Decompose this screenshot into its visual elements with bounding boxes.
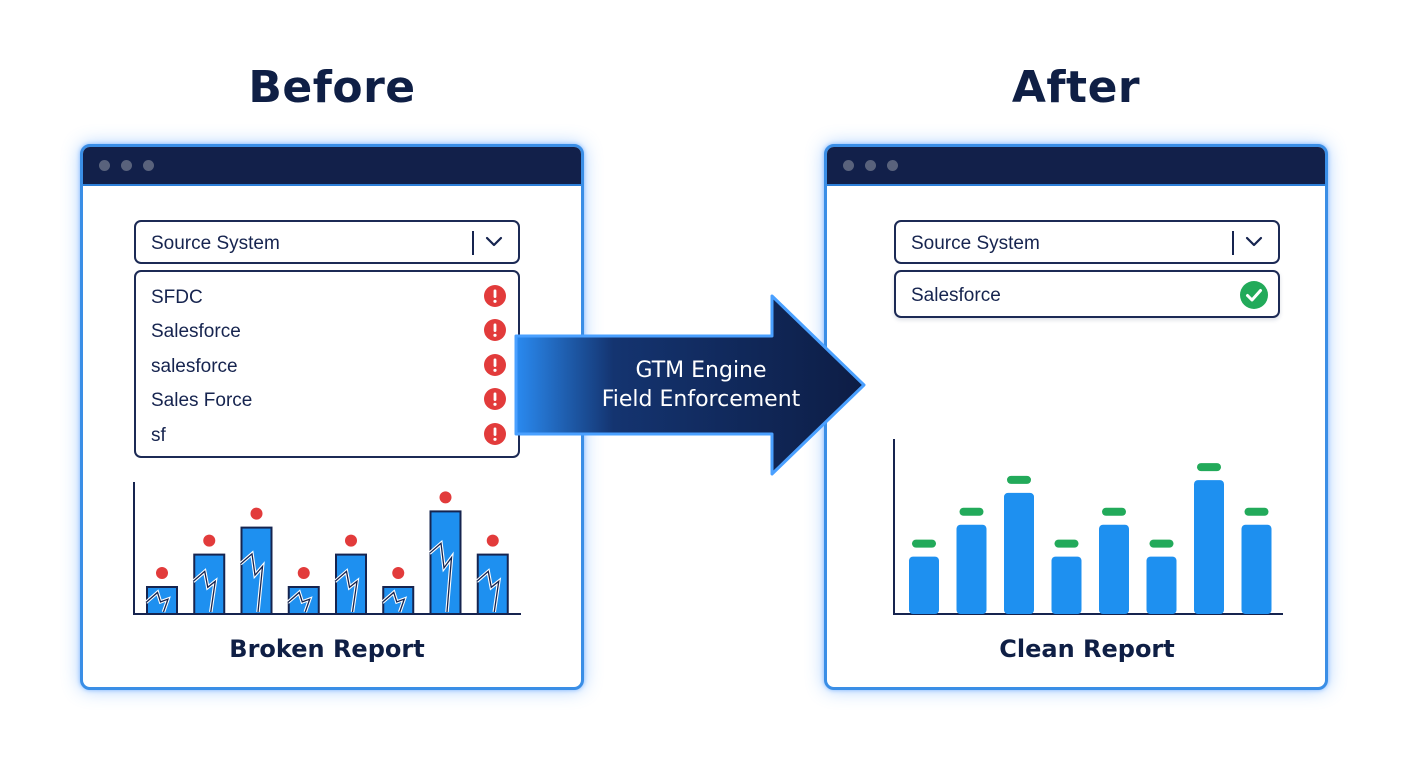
bar-crack-edge: [145, 591, 170, 613]
check-circle-icon: [1240, 281, 1268, 309]
error-marker: [250, 507, 263, 520]
after-heading: After: [1011, 62, 1141, 113]
option-label: Sales Force: [151, 390, 253, 411]
window-dot: [865, 160, 876, 171]
ok-marker: [912, 539, 936, 548]
ok-marker: [1007, 475, 1031, 484]
error-marker: [439, 491, 452, 504]
option-label: salesforce: [151, 356, 238, 377]
bar: [956, 524, 987, 614]
bar-crack-edge: [476, 570, 500, 613]
error-marker: [345, 534, 357, 547]
bar-crack-edge: [240, 552, 264, 613]
arrow-label: GTM Engine Field Enforcement: [576, 356, 826, 414]
source-system-options: SFDC Salesforce salesforce Sales Force s…: [134, 270, 520, 458]
option-label: SFDC: [151, 287, 203, 308]
arrow-label-line2: Field Enforcement: [601, 387, 801, 412]
bar-crack-edge: [381, 591, 406, 613]
broken-report-chart: [133, 482, 521, 615]
bar: [1241, 524, 1272, 614]
after-window: Source System Salesforce Clean Report: [824, 144, 1328, 690]
select-separator: [1232, 231, 1234, 255]
arrow-shape: [514, 294, 866, 476]
ok-marker: [1054, 539, 1079, 548]
option-label: Salesforce: [151, 321, 241, 342]
error-icon: [484, 354, 506, 376]
option-item[interactable]: Salesforce: [136, 314, 518, 348]
error-marker: [203, 534, 216, 547]
select-separator: [472, 231, 474, 255]
source-system-select[interactable]: Source System: [894, 220, 1280, 264]
bar: [909, 556, 939, 614]
bar-crack-edge: [192, 570, 217, 613]
bar-crack-edge: [287, 591, 311, 613]
bar: [1051, 556, 1082, 614]
before-heading: Before: [248, 62, 416, 113]
option-label: sf: [151, 425, 166, 446]
bar: [429, 510, 462, 615]
after-titlebar: [827, 147, 1325, 186]
broken-report-label: Broken Report: [229, 635, 425, 663]
window-dot: [887, 160, 898, 171]
error-icon: [484, 423, 506, 445]
clean-report-chart: [893, 439, 1283, 615]
bar: [1194, 480, 1224, 614]
source-system-label: Source System: [911, 233, 1040, 254]
error-marker: [392, 567, 405, 579]
option-item[interactable]: salesforce: [136, 349, 518, 383]
window-dot: [99, 160, 110, 171]
window-dot: [843, 160, 854, 171]
option-item[interactable]: SFDC: [136, 280, 518, 314]
ok-marker: [959, 507, 984, 516]
error-icon: [484, 388, 506, 410]
selected-option[interactable]: Salesforce: [894, 270, 1280, 318]
option-item[interactable]: Sales Force: [136, 383, 518, 417]
before-titlebar: [83, 147, 581, 186]
bar: [1004, 492, 1034, 614]
source-system-select[interactable]: Source System: [134, 220, 520, 264]
bar-crack-edge: [334, 570, 358, 613]
error-icon: [484, 285, 506, 307]
ok-marker: [1102, 507, 1126, 516]
error-icon: [484, 319, 506, 341]
ok-marker: [1197, 463, 1221, 472]
window-dot: [121, 160, 132, 171]
chevron-down-icon[interactable]: [484, 234, 504, 250]
clean-report-label: Clean Report: [999, 635, 1175, 663]
option-item[interactable]: sf: [136, 418, 518, 452]
source-system-label: Source System: [151, 233, 280, 254]
chevron-down-icon[interactable]: [1244, 234, 1264, 250]
bar: [1099, 524, 1129, 614]
bar: [1146, 556, 1177, 614]
window-dot: [143, 160, 154, 171]
before-window: Source System SFDC Salesforce salesforce…: [80, 144, 584, 690]
error-marker: [297, 567, 310, 579]
ok-marker: [1244, 507, 1269, 516]
error-marker: [486, 534, 499, 547]
ok-marker: [1149, 539, 1174, 548]
arrow-label-line1: GTM Engine: [635, 358, 767, 383]
selected-option-label: Salesforce: [911, 285, 1001, 306]
bar-crack-edge: [429, 542, 453, 613]
error-marker: [156, 567, 168, 579]
